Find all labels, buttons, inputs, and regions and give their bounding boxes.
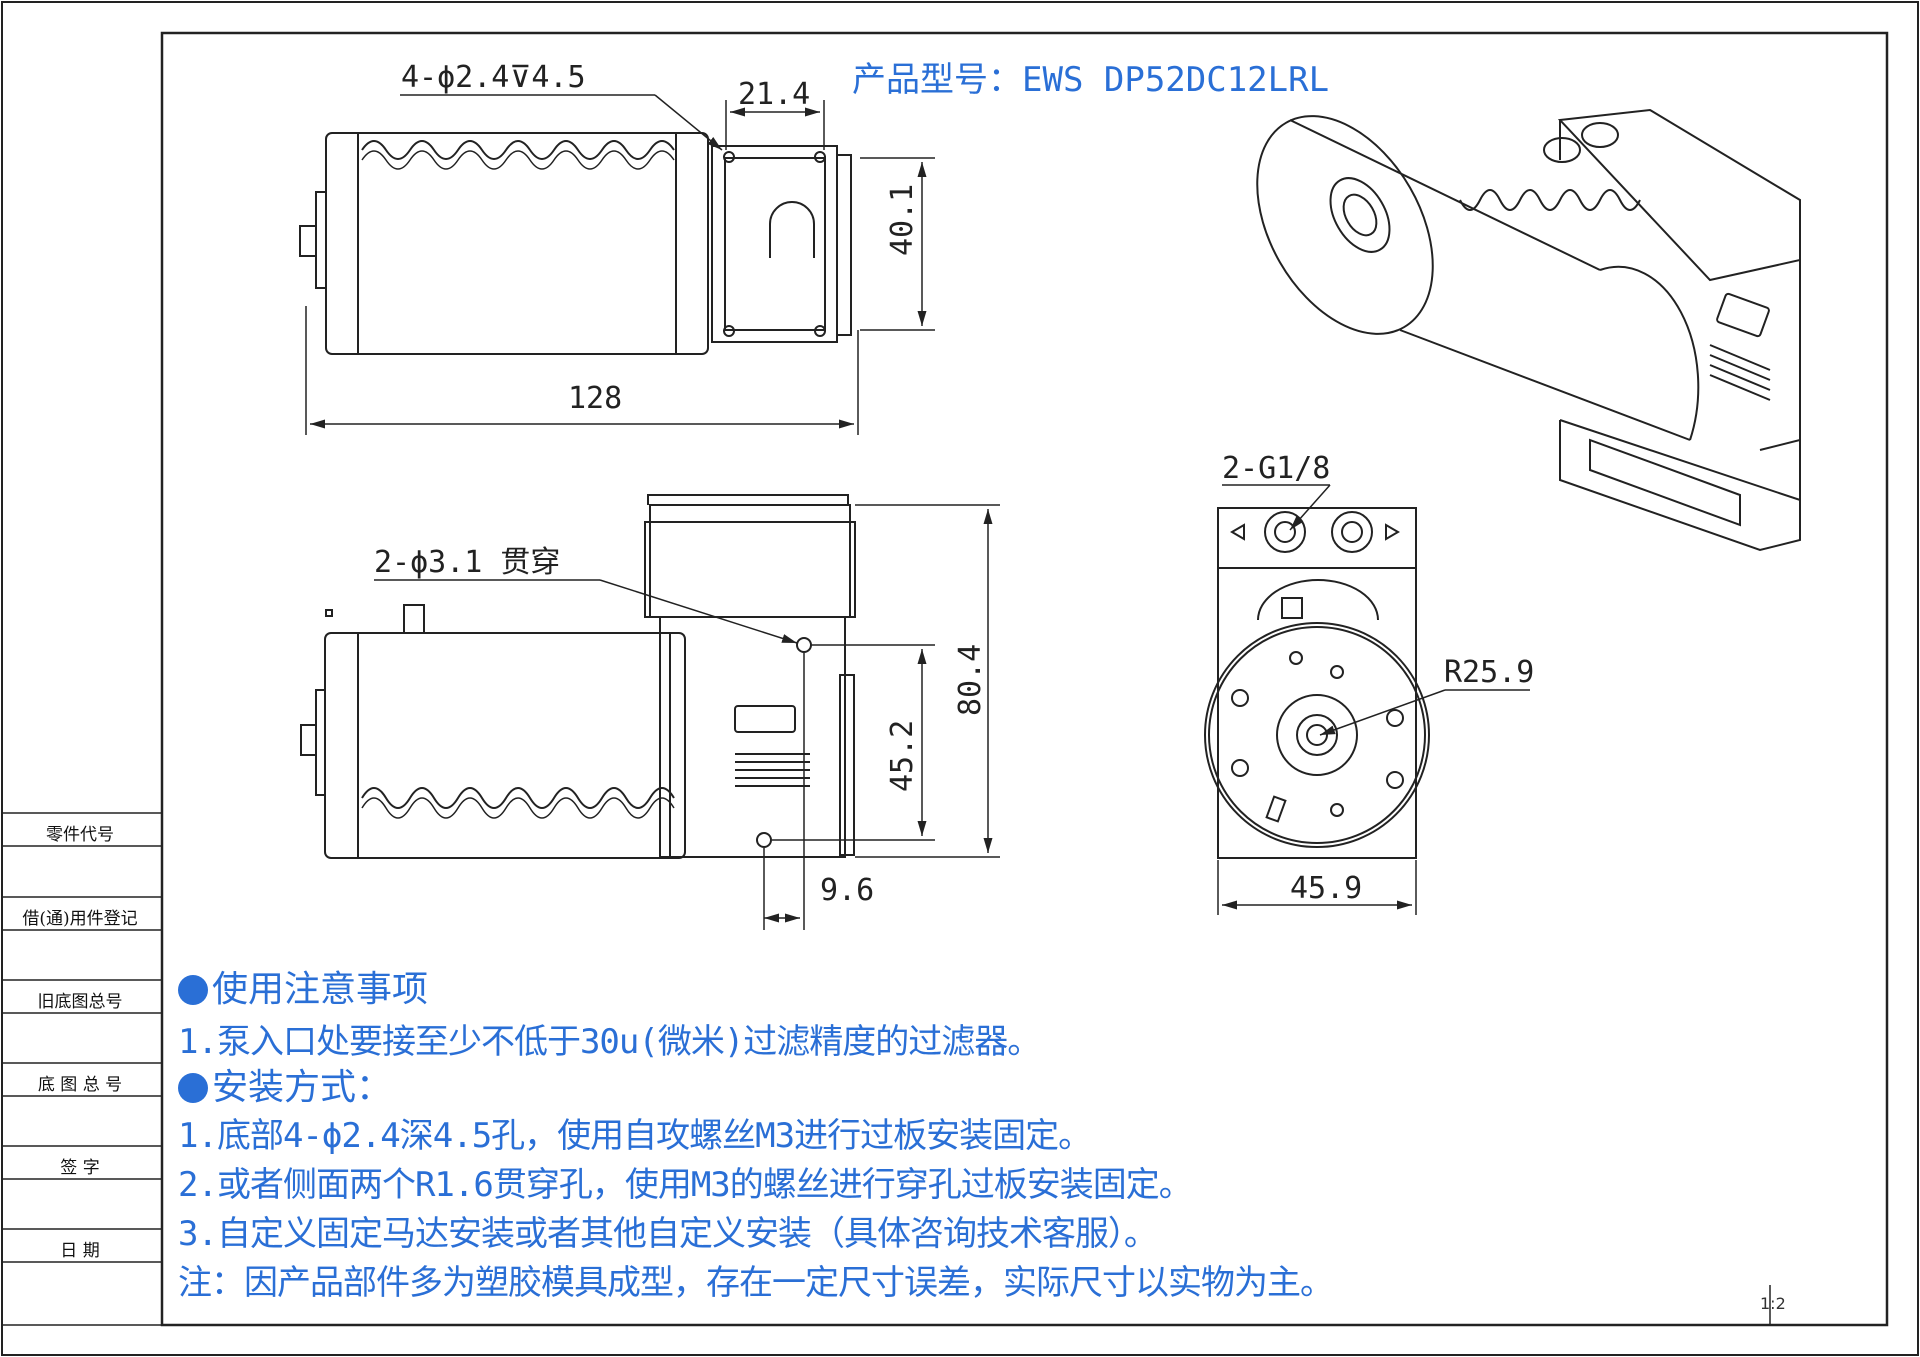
dim-width-45: 45.9 bbox=[1290, 871, 1362, 906]
side-view bbox=[1204, 507, 1430, 859]
usage-heading-text: 使用注意事项 bbox=[212, 969, 429, 1010]
dim-ports: 2-G1/8 bbox=[1222, 451, 1330, 486]
dim-length-128: 128 bbox=[568, 381, 622, 416]
top-view bbox=[299, 132, 852, 355]
side-label-signature: 签 字 bbox=[60, 1158, 100, 1178]
side-label-drawing-total: 底 图 总 号 bbox=[37, 1075, 123, 1095]
side-label-old-drawing: 旧底图总号 bbox=[37, 992, 123, 1012]
dim-radius: R25.9 bbox=[1444, 655, 1534, 690]
install-heading-text: 安装方式： bbox=[212, 1067, 393, 1108]
dim-height-80: 80.4 bbox=[953, 644, 988, 716]
install-note-1: 1.底部4-ϕ2.4深4.5孔，使用自攻螺丝M3进行过板安装固定。 bbox=[178, 1116, 1092, 1156]
side-label-date: 日 期 bbox=[60, 1241, 100, 1261]
install-note-2: 2.或者侧面两个R1.6贯穿孔，使用M3的螺丝进行穿孔过板安装固定。 bbox=[178, 1165, 1193, 1205]
product-model-title: 产品型号：EWS DP52DC12LRL bbox=[852, 60, 1330, 100]
isometric-view bbox=[1256, 108, 1801, 552]
side-view-dimensions bbox=[1217, 484, 1530, 915]
side-label-part-code: 零件代号 bbox=[46, 825, 114, 845]
dim-height-45: 45.2 bbox=[885, 720, 920, 792]
dim-height-40: 40.1 bbox=[885, 184, 920, 256]
install-heading: 安装方式： bbox=[178, 1058, 392, 1110]
usage-note-1: 1.泵入口处要接至少不低于30u(微米)过滤精度的过滤器。 bbox=[178, 1022, 1041, 1062]
page-number: 1:2 bbox=[1760, 1294, 1786, 1313]
install-note-3: 3.自定义固定马达安装或者其他自定义安装（具体咨询技术客服）。 bbox=[178, 1214, 1158, 1254]
inner-frame bbox=[160, 31, 1889, 1327]
dim-offset-9: 9.6 bbox=[820, 873, 874, 908]
top-view-dimensions bbox=[305, 94, 935, 435]
side-label-shared-part: 借(通)用件登记 bbox=[22, 909, 138, 929]
usage-heading: 使用注意事项 bbox=[178, 960, 428, 1012]
dim-through-holes: 2-ϕ3.1 贯穿 bbox=[374, 545, 560, 580]
bullet-icon bbox=[178, 1073, 208, 1103]
bullet-icon bbox=[178, 975, 208, 1005]
dim-width-21: 21.4 bbox=[738, 77, 810, 112]
remark-note: 注：因产品部件多为塑胶模具成型，存在一定尺寸误差，实际尺寸以实物为主。 bbox=[178, 1263, 1334, 1303]
front-view-dimensions bbox=[374, 504, 1000, 930]
dim-holes-bottom: 4-ϕ2.4⊽4.5 bbox=[401, 60, 586, 95]
side-table-lines bbox=[2, 812, 162, 1326]
